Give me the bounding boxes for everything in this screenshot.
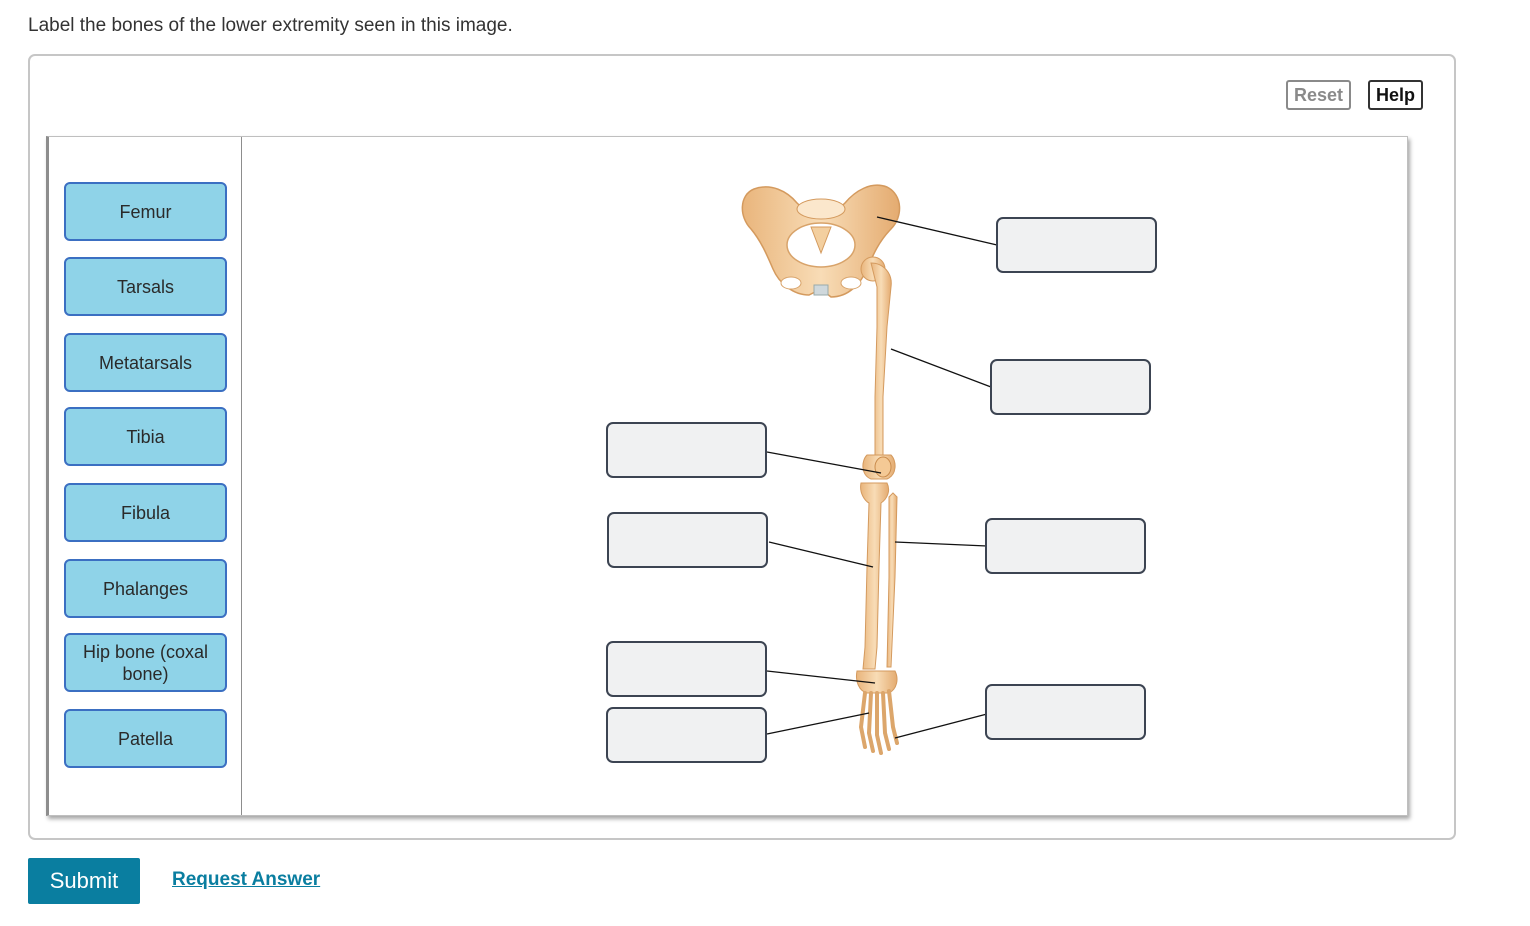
drop-target-4[interactable] xyxy=(607,512,768,568)
label-chip-tibia[interactable]: Tibia xyxy=(64,407,227,466)
label-chip-patella[interactable]: Patella xyxy=(64,709,227,768)
patella-illustration xyxy=(874,456,892,478)
label-chip-hip-bone[interactable]: Hip bone (coxal bone) xyxy=(64,633,227,692)
tibia-fibula-illustration xyxy=(860,482,898,670)
label-chip-fibula[interactable]: Fibula xyxy=(64,483,227,542)
lower-extremity-skeleton-image xyxy=(741,184,998,755)
label-chip-tarsals[interactable]: Tarsals xyxy=(64,257,227,316)
request-answer-link[interactable]: Request Answer xyxy=(172,869,321,890)
drop-target-6[interactable] xyxy=(606,641,767,697)
foot-illustration xyxy=(856,670,899,755)
drop-target-7[interactable] xyxy=(606,707,767,763)
label-chip-phalanges[interactable]: Phalanges xyxy=(64,559,227,618)
drop-target-5[interactable] xyxy=(985,518,1146,574)
label-chip-metatarsals[interactable]: Metatarsals xyxy=(64,333,227,392)
label-bank: Femur Tarsals Metatarsals Tibia Fibula P… xyxy=(49,137,242,815)
drop-target-8[interactable] xyxy=(985,684,1146,740)
drop-target-1[interactable] xyxy=(996,217,1157,273)
submit-button[interactable]: Submit xyxy=(28,858,140,904)
drop-target-3[interactable] xyxy=(606,422,767,478)
pelvis-illustration xyxy=(741,184,901,298)
label-chip-femur[interactable]: Femur xyxy=(64,182,227,241)
labeling-workspace: Femur Tarsals Metatarsals Tibia Fibula P… xyxy=(46,136,1408,816)
question-text: Label the bones of the lower extremity s… xyxy=(28,15,513,36)
leader-lines xyxy=(766,216,998,739)
reset-button[interactable]: Reset xyxy=(1286,80,1351,110)
drop-target-2[interactable] xyxy=(990,359,1151,415)
help-button[interactable]: Help xyxy=(1368,80,1423,110)
femur-illustration xyxy=(860,256,896,480)
